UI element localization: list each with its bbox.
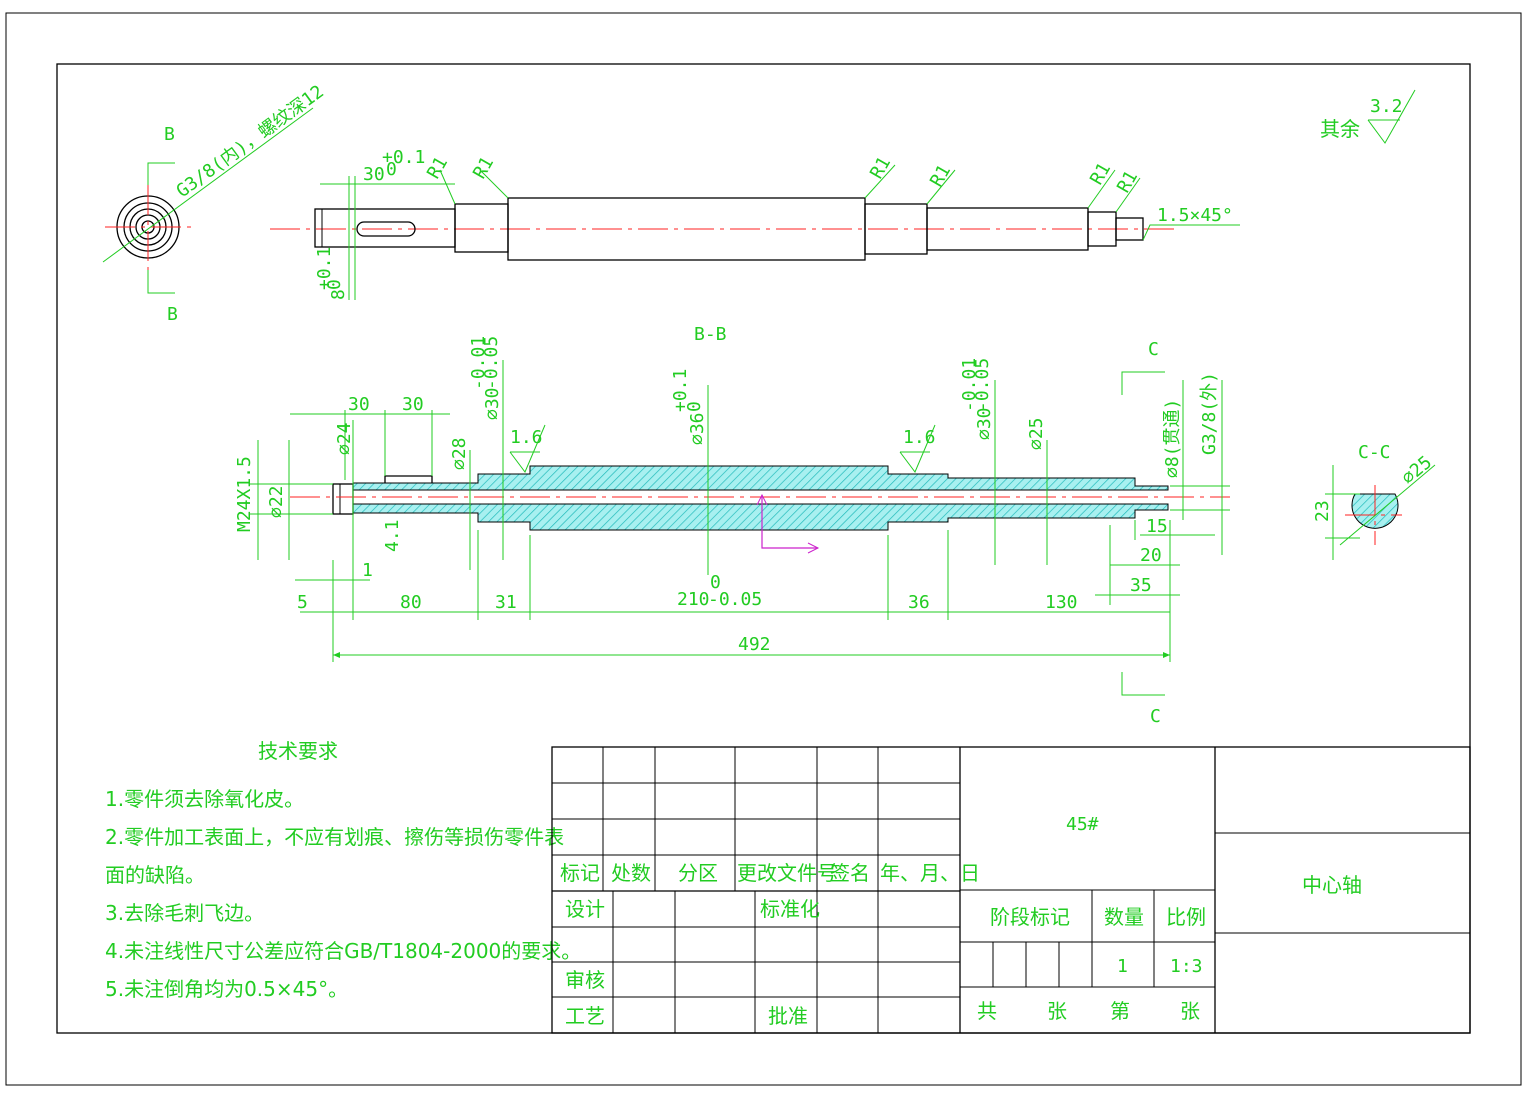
- radius-label-d: R1: [926, 161, 955, 190]
- dim-depth41: 4.1: [382, 519, 403, 552]
- label-standardize: 标准化: [760, 897, 820, 921]
- tech-req-item-4: 4.未注线性尺寸公差应符合GB/T1804-2000的要求。: [105, 939, 581, 963]
- dim-210-tol: 0: [710, 572, 721, 593]
- roughness-left: 1.6: [510, 427, 543, 448]
- cc-dim-23: 23: [1312, 500, 1333, 522]
- dim-80: 80: [400, 592, 422, 613]
- tech-req-item-1: 1.零件须去除氧化皮。: [105, 787, 304, 811]
- section-cc-view: C-C 23 ⌀25: [1312, 442, 1436, 560]
- dim-dia22: ⌀22: [266, 485, 287, 518]
- rev-header-zone: 分区: [678, 861, 718, 885]
- label-approve: 批准: [768, 1004, 808, 1028]
- label-sheets: 张: [1047, 999, 1067, 1023]
- dim-20: 20: [1140, 545, 1162, 566]
- label-stage-mark: 阶段标记: [990, 905, 1070, 929]
- outer-frame: [5, 12, 1522, 1086]
- label-scale: 比例: [1166, 905, 1206, 929]
- dim-dia30-left-tol-low: -0.05: [481, 336, 502, 390]
- keyway-width-tol-low: 0: [324, 279, 345, 290]
- dim-492: 492: [738, 634, 771, 655]
- thread-note: G3/8(内)，螺纹深12: [173, 81, 328, 202]
- dim-dia30-right-tol: -0.01: [959, 358, 980, 412]
- rev-header-sign: 签名: [830, 861, 870, 885]
- title-block: 标记 处数 分区 更改文件号 签名 年、月、日 设计 标准化 审核 工艺 批准 …: [551, 746, 1471, 1034]
- dim-210: 210: [677, 589, 710, 610]
- label-number: 第: [1110, 999, 1130, 1023]
- cut-b-bottom-label: B: [167, 304, 178, 325]
- dim-dia36-tol-low: 0: [684, 401, 705, 412]
- dim-35: 35: [1130, 575, 1152, 596]
- dim-15: 15: [1146, 516, 1168, 537]
- dim-31: 31: [495, 592, 517, 613]
- dim-dia36-tol: +0.1: [670, 369, 691, 412]
- dim-dia28: ⌀28: [449, 437, 470, 470]
- keyway-length-tol: +0.1: [382, 147, 425, 168]
- dim-dia30-right: ⌀30: [974, 407, 995, 440]
- radius-label-b: R1: [469, 153, 498, 182]
- dim-dia8-through: ⌀8(贯通): [1162, 399, 1183, 478]
- tech-req-item-5: 5.未注倒角均为0.5×45°。: [105, 977, 348, 1001]
- keyway-slot: [356, 221, 416, 237]
- dim-5: 5: [297, 592, 308, 613]
- dim-dia30-left: ⌀30: [482, 387, 503, 420]
- roughness-right: 1.6: [903, 427, 936, 448]
- dim-g38-ext: G3/8(外): [1199, 372, 1220, 455]
- cut-b-top-label: B: [164, 124, 175, 145]
- dim-dia36: ⌀36: [687, 412, 708, 445]
- label-process: 工艺: [565, 1004, 605, 1028]
- section-cc-title: C-C: [1358, 442, 1391, 463]
- radius-label-f: R1: [1113, 167, 1142, 196]
- rev-header-date: 年、月、日: [880, 861, 980, 885]
- dim-m24: M24X1.5: [234, 456, 255, 532]
- dim-dia25: ⌀25: [1026, 417, 1047, 450]
- section-bb-view: [290, 465, 1230, 554]
- rev-header-mark: 标记: [560, 861, 600, 885]
- dim-1: 1: [362, 560, 373, 581]
- part-name: 中心轴: [1302, 873, 1362, 897]
- end-view: B B G3/8(内)，螺纹深12: [102, 81, 328, 325]
- cut-c-bottom-label: C: [1150, 706, 1161, 727]
- rev-header-count: 处数: [611, 861, 651, 885]
- tech-req-item-3: 3.去除毛刺飞边。: [105, 901, 264, 925]
- cut-c-top-label: C: [1148, 339, 1159, 360]
- keyway-length-dim: 30: [363, 164, 385, 185]
- dim-30-a: 30: [348, 394, 370, 415]
- radius-label-c: R1: [866, 153, 895, 182]
- keyway-width-tol: +0.1: [314, 247, 335, 290]
- radius-label-e: R1: [1086, 159, 1115, 188]
- tech-req-title: 技术要求: [258, 739, 338, 763]
- section-bb-dims: 5 80 31 210 0 -0.05 36 130 492 1 15 20 3…: [234, 336, 1230, 727]
- top-view-shaft: 30 +0.1 0 8 +0.1 0 R1 R1 R1 R1 R1 R1 1.5…: [270, 147, 1240, 300]
- rev-header-doc: 更改文件号: [737, 861, 837, 885]
- dim-36: 36: [908, 592, 930, 613]
- label-design: 设计: [565, 897, 605, 921]
- scale-value: 1:3: [1170, 956, 1203, 977]
- dim-dia30-left-tol: -0.01: [468, 336, 489, 390]
- keyway-width-dim: 8: [328, 289, 349, 300]
- dim-130: 130: [1045, 592, 1078, 613]
- dim-210-tol-low: -0.05: [708, 589, 762, 610]
- chamfer-note: 1.5×45°: [1157, 205, 1233, 226]
- label-quantity: 数量: [1104, 905, 1144, 929]
- label-total: 共: [977, 999, 997, 1023]
- keyway-length-tol-low: 0: [386, 159, 397, 180]
- material-value: 45#: [1066, 814, 1099, 835]
- roughness-rest-label: 其余: [1320, 117, 1360, 141]
- quantity-value: 1: [1117, 956, 1128, 977]
- radius-label-a: R1: [423, 153, 452, 182]
- roughness-general: 其余 3.2: [1320, 89, 1416, 144]
- label-review: 审核: [565, 968, 605, 992]
- dim-30-b: 30: [402, 394, 424, 415]
- section-bb-title: B-B: [694, 324, 727, 345]
- dim-dia24: ⌀24: [334, 422, 355, 455]
- tech-req-item-2: 2.零件加工表面上，不应有划痕、擦伤等损伤零件表: [105, 825, 564, 849]
- cc-dim-dia25: ⌀25: [1398, 452, 1436, 489]
- label-sheet: 张: [1180, 999, 1200, 1023]
- tech-requirements: 技术要求 1.零件须去除氧化皮。 2.零件加工表面上，不应有划痕、擦伤等损伤零件…: [105, 739, 581, 1001]
- dim-dia30-right-tol-low: -0.05: [972, 358, 993, 412]
- tech-req-item-2b: 面的缺陷。: [105, 863, 205, 887]
- roughness-rest-value: 3.2: [1370, 96, 1403, 117]
